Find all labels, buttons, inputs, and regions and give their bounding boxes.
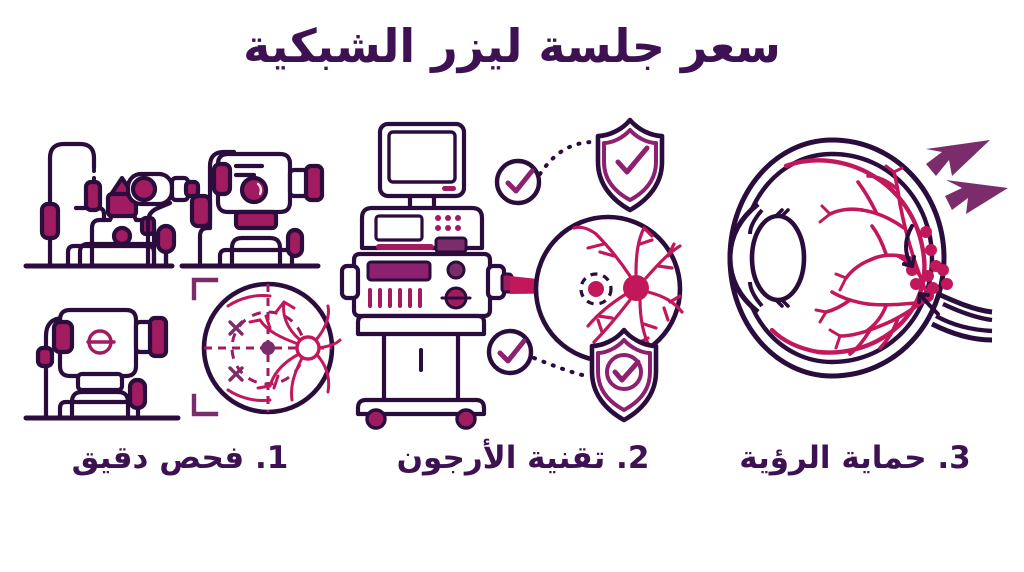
arrow-icon-lower (945, 180, 1008, 214)
step-3-caption: 3. حماية الرؤية (739, 440, 971, 476)
fundus-camera-icon (179, 149, 325, 269)
retina-chart-icon (191, 277, 342, 417)
slit-lamp-icon (23, 141, 201, 269)
dotted-connector-lower (532, 356, 588, 378)
step-3-illustration (700, 118, 1010, 428)
step-1-illustration (20, 118, 342, 428)
laser-spots-icon (906, 226, 953, 294)
page-title: سعر جلسة ليزر الشبكية (243, 19, 781, 73)
check-circle-icon (494, 158, 542, 206)
autorefractor-icon (23, 307, 181, 421)
check-circle-icon-lower (486, 328, 534, 376)
step-1-caption: 1. فحص دقيق (71, 440, 289, 476)
arrow-icon-upper (926, 140, 990, 176)
dotted-connector-upper (538, 140, 596, 176)
shield-check-icon-lower (589, 327, 659, 423)
retina-target-icon (533, 214, 684, 364)
laser-machine-icon (339, 121, 514, 430)
shield-check-icon-upper (595, 117, 665, 213)
step-2-illustration (339, 117, 688, 430)
eye-cross-section-icon (727, 137, 993, 379)
step-2-caption: 2. تقنية الأرجون (396, 440, 650, 476)
retinal-vessels-icon (769, 158, 934, 356)
